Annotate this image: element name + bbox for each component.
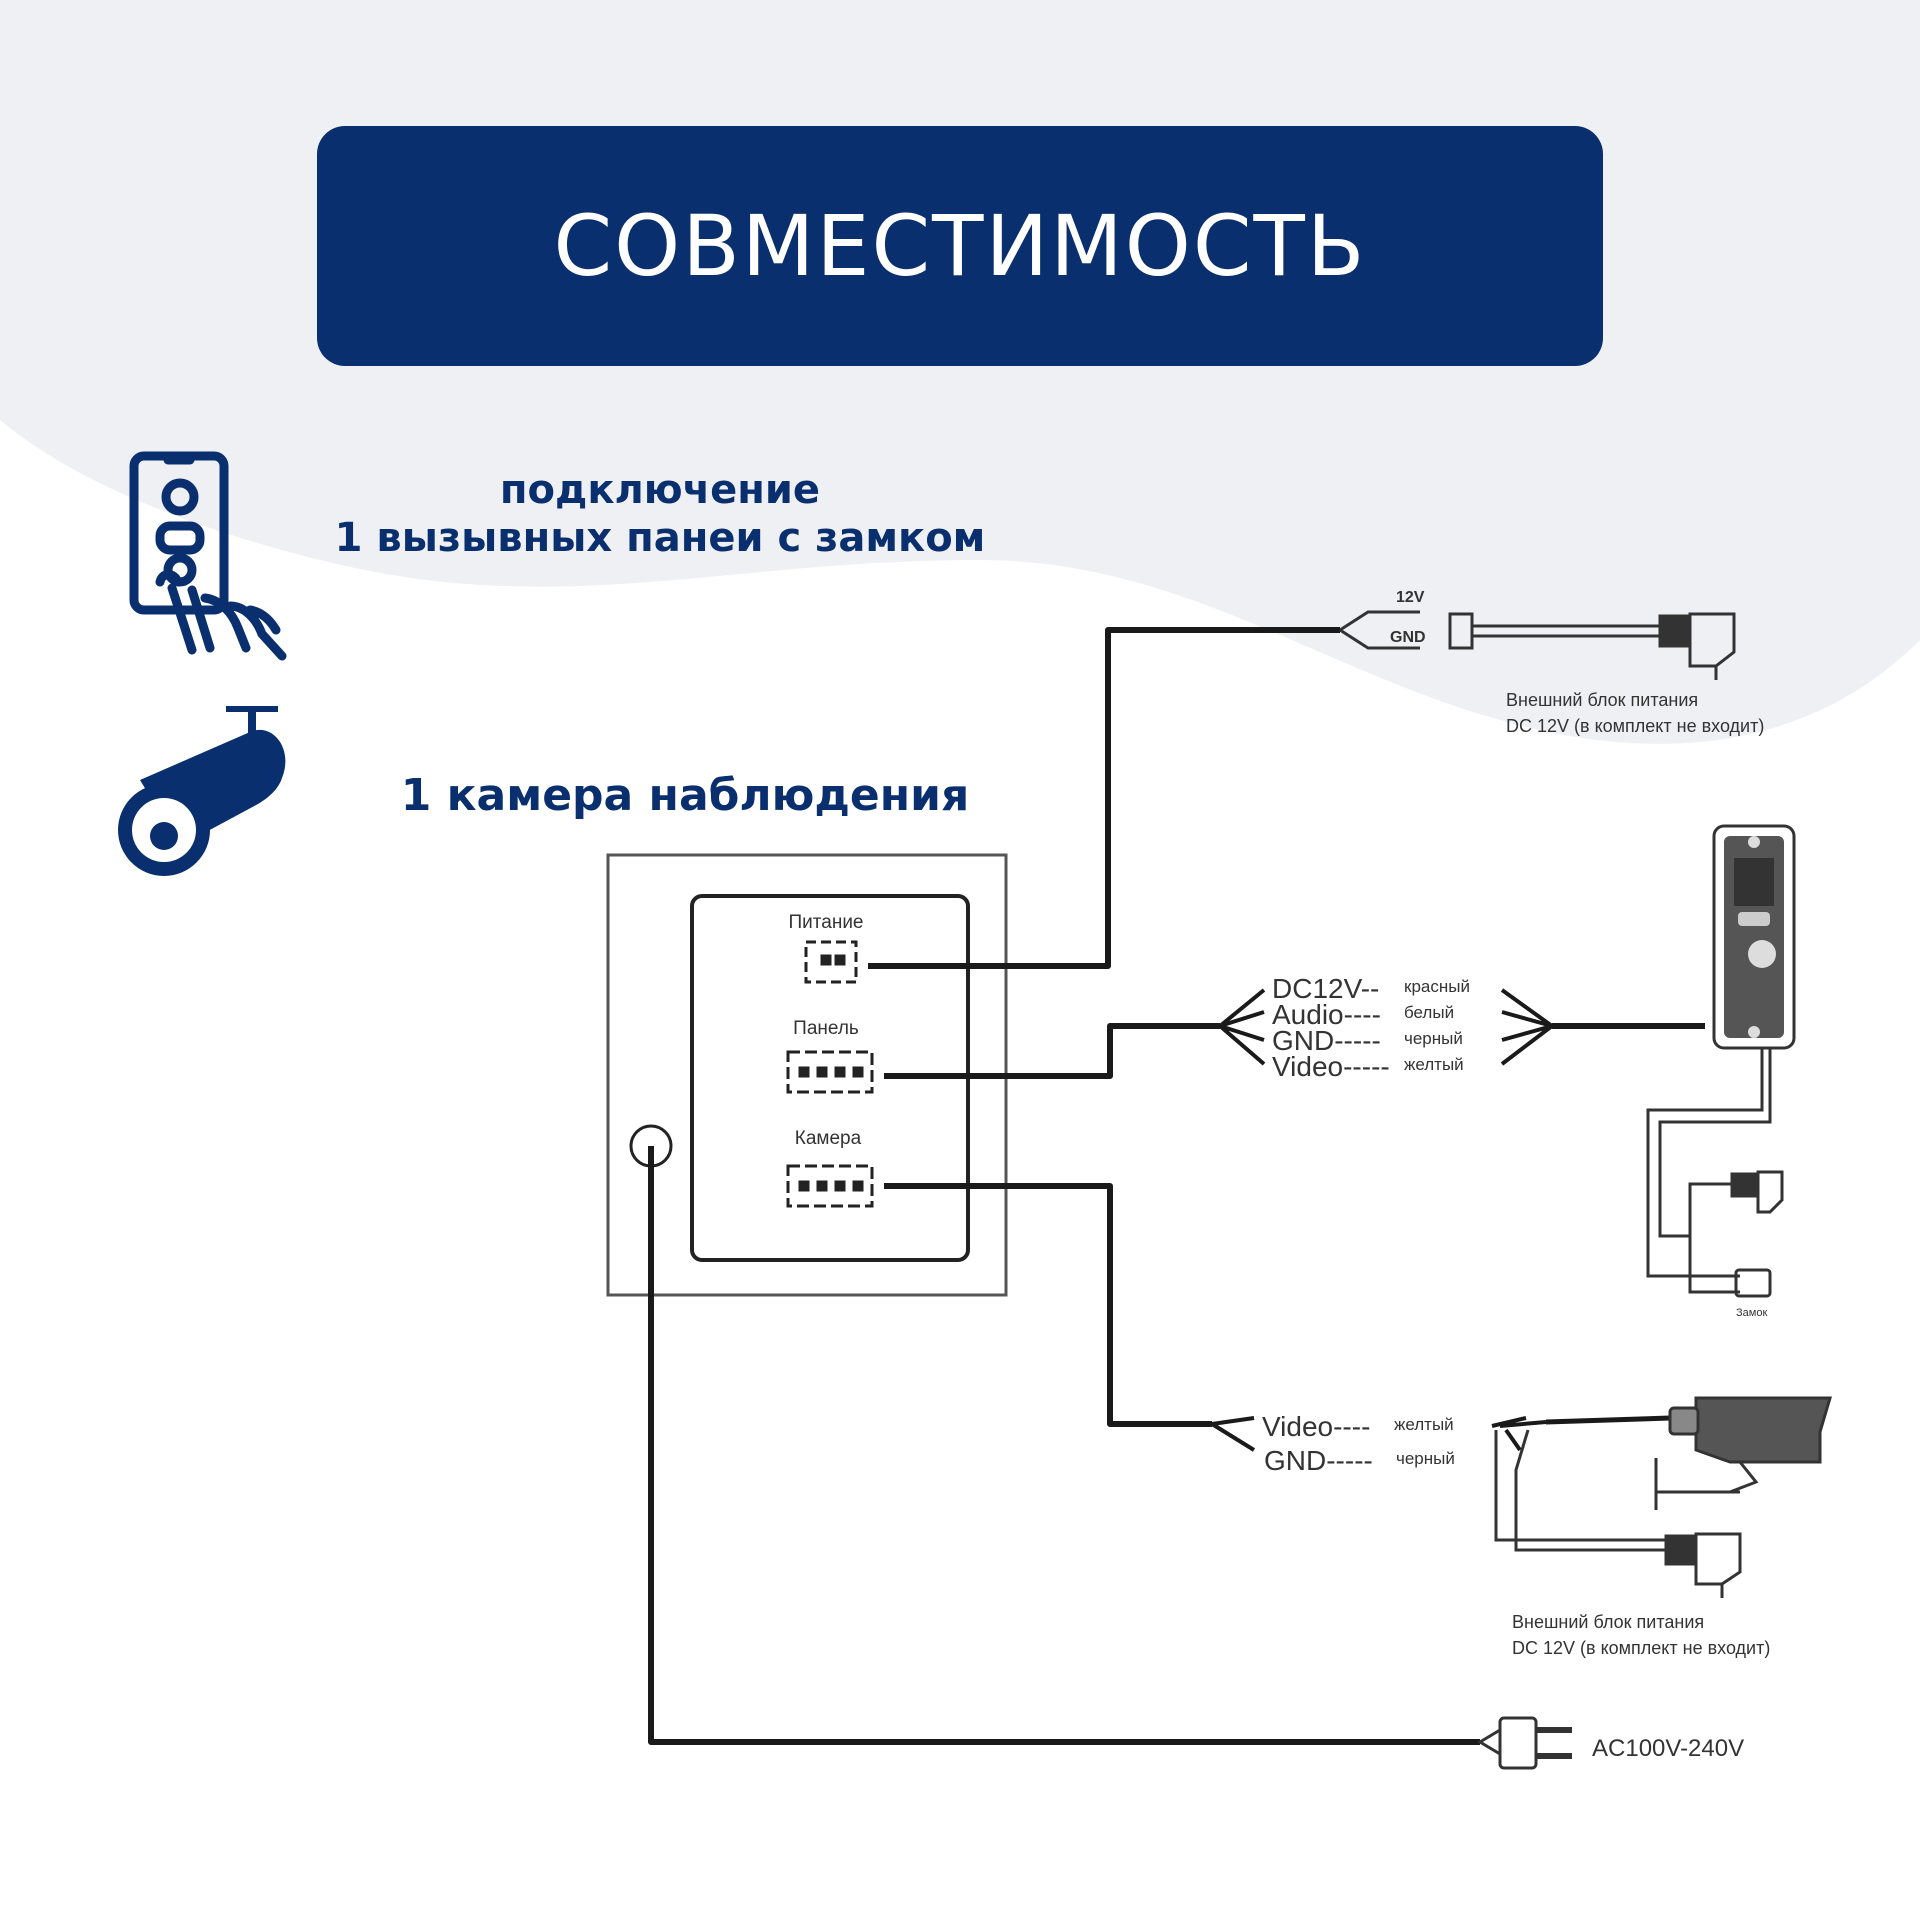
camera-wire-signal: Video---- bbox=[1262, 1411, 1370, 1442]
panel-connection-caption: подключение 1 вызывных панеи с замком bbox=[330, 466, 990, 562]
panel-wire-color: красный bbox=[1404, 977, 1470, 996]
main-wires bbox=[648, 627, 1705, 1745]
camera-wire-signal: GND----- bbox=[1264, 1445, 1373, 1476]
panel-wire-signal: Audio---- bbox=[1272, 999, 1381, 1030]
psu-12v-pin: 12V bbox=[1396, 589, 1425, 606]
port-panel-label: Панель bbox=[793, 1018, 859, 1039]
port-power-label: Питание bbox=[789, 912, 864, 933]
psu-top-caption-line1: Внешний блок питания bbox=[1506, 690, 1698, 710]
title-banner: СОВМЕСТИМОСТЬ bbox=[317, 126, 1603, 366]
panel-wire-color: белый bbox=[1404, 1003, 1454, 1022]
panel-wire-signal: GND----- bbox=[1272, 1025, 1381, 1056]
camera-wire-color: желтый bbox=[1394, 1415, 1454, 1434]
panel-caption-line2: 1 вызывных панеи с замком bbox=[334, 515, 986, 561]
camera-wire-fan bbox=[1210, 1415, 1671, 1452]
bullet-camera-device bbox=[1654, 1396, 1833, 1510]
cctv-camera-icon bbox=[118, 706, 286, 876]
call-panel-device bbox=[1712, 824, 1796, 1050]
doorbell-press-icon bbox=[129, 451, 287, 661]
top-power-supply bbox=[1339, 610, 1736, 680]
mains-voltage-label: AC100V-240V bbox=[1592, 1735, 1744, 1762]
page-title: СОВМЕСТИМОСТЬ bbox=[553, 197, 1367, 295]
port-panel-connector bbox=[786, 1050, 874, 1094]
psu-top-caption-line2: DC 12V (в комплект не входит) bbox=[1506, 716, 1764, 736]
psu-bottom-caption-line1: Внешний блок питания bbox=[1512, 1612, 1704, 1632]
lock-wiring bbox=[1646, 1048, 1784, 1298]
camera-power-wiring bbox=[1494, 1429, 1742, 1598]
camera-caption: 1 камера наблюдения bbox=[400, 770, 970, 821]
panel-wire-color: желтый bbox=[1404, 1055, 1464, 1074]
panel-wire-signal: Video----- bbox=[1272, 1051, 1390, 1082]
psu-bottom-caption-line2: DC 12V (в комплект не входит) bbox=[1512, 1638, 1770, 1658]
camera-wire-color: черный bbox=[1396, 1449, 1455, 1468]
panel-wire-color: черный bbox=[1404, 1029, 1463, 1048]
port-power-connector bbox=[804, 940, 858, 984]
panel-wire-fan bbox=[1218, 988, 1554, 1066]
panel-wire-signal: DC12V-- bbox=[1272, 973, 1379, 1004]
port-camera-label: Камера bbox=[795, 1128, 862, 1149]
mains-plug bbox=[1477, 1716, 1572, 1770]
port-camera-connector bbox=[786, 1164, 874, 1208]
panel-caption-line1: подключение bbox=[499, 467, 821, 513]
lock-label: Замок bbox=[1736, 1307, 1767, 1319]
psu-gnd-pin: GND bbox=[1390, 629, 1426, 646]
